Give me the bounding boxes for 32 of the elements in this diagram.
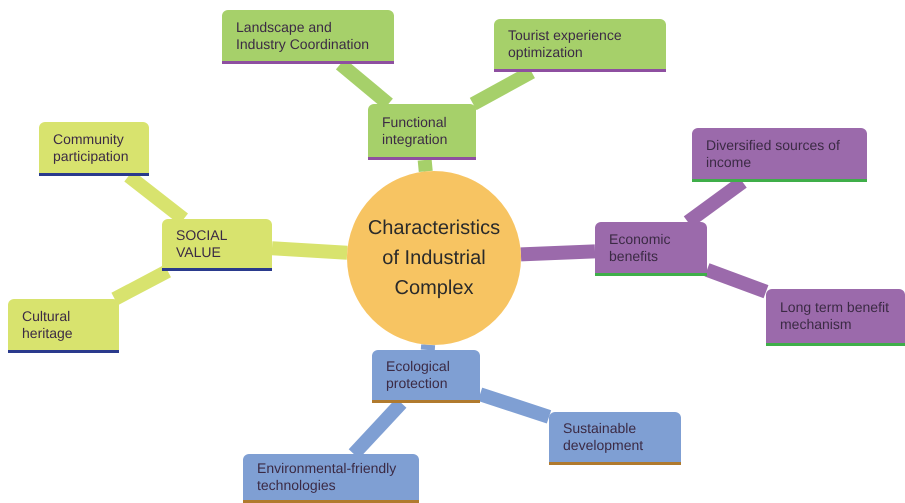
- connector-line: [111, 264, 171, 306]
- connector-line: [478, 388, 552, 424]
- node-text: Landscape and Industry Coordination: [236, 18, 370, 52]
- topic-box: [549, 412, 681, 465]
- node-text: SOCIAL VALUE: [176, 226, 228, 260]
- node-text: Environmental-friendly technologies: [257, 460, 398, 494]
- topic-box: [494, 19, 666, 72]
- connector-line: [420, 344, 436, 350]
- node-text: Tourist experience optimization: [508, 27, 623, 61]
- node-text: Functional integration: [382, 114, 448, 148]
- connector-line: [418, 159, 433, 172]
- node-text: Long term benefit mechanism: [780, 299, 890, 333]
- node-text: Community participation: [53, 130, 130, 164]
- topic-box: [39, 122, 149, 176]
- node-text: Cultural heritage: [22, 308, 74, 342]
- connector-line: [520, 244, 596, 262]
- node-text: Sustainable development: [563, 420, 644, 454]
- node-text: Diversified sources of income: [706, 136, 841, 170]
- topic-box: [372, 350, 480, 403]
- topic-box: [8, 299, 119, 353]
- topic-box: [243, 454, 419, 503]
- topic-box: [368, 104, 476, 160]
- node-text: Ecological protection: [386, 358, 451, 392]
- topic-box: [222, 10, 394, 64]
- topic-box: [692, 128, 867, 182]
- topic-box: [595, 222, 707, 276]
- topic-box: [766, 289, 905, 346]
- connector-line: [272, 241, 348, 260]
- connector-line: [704, 263, 768, 298]
- node-text: Economic benefits: [609, 230, 672, 264]
- node-text: Characteristics of Industrial Complex: [366, 216, 502, 301]
- topic-box: [162, 219, 272, 271]
